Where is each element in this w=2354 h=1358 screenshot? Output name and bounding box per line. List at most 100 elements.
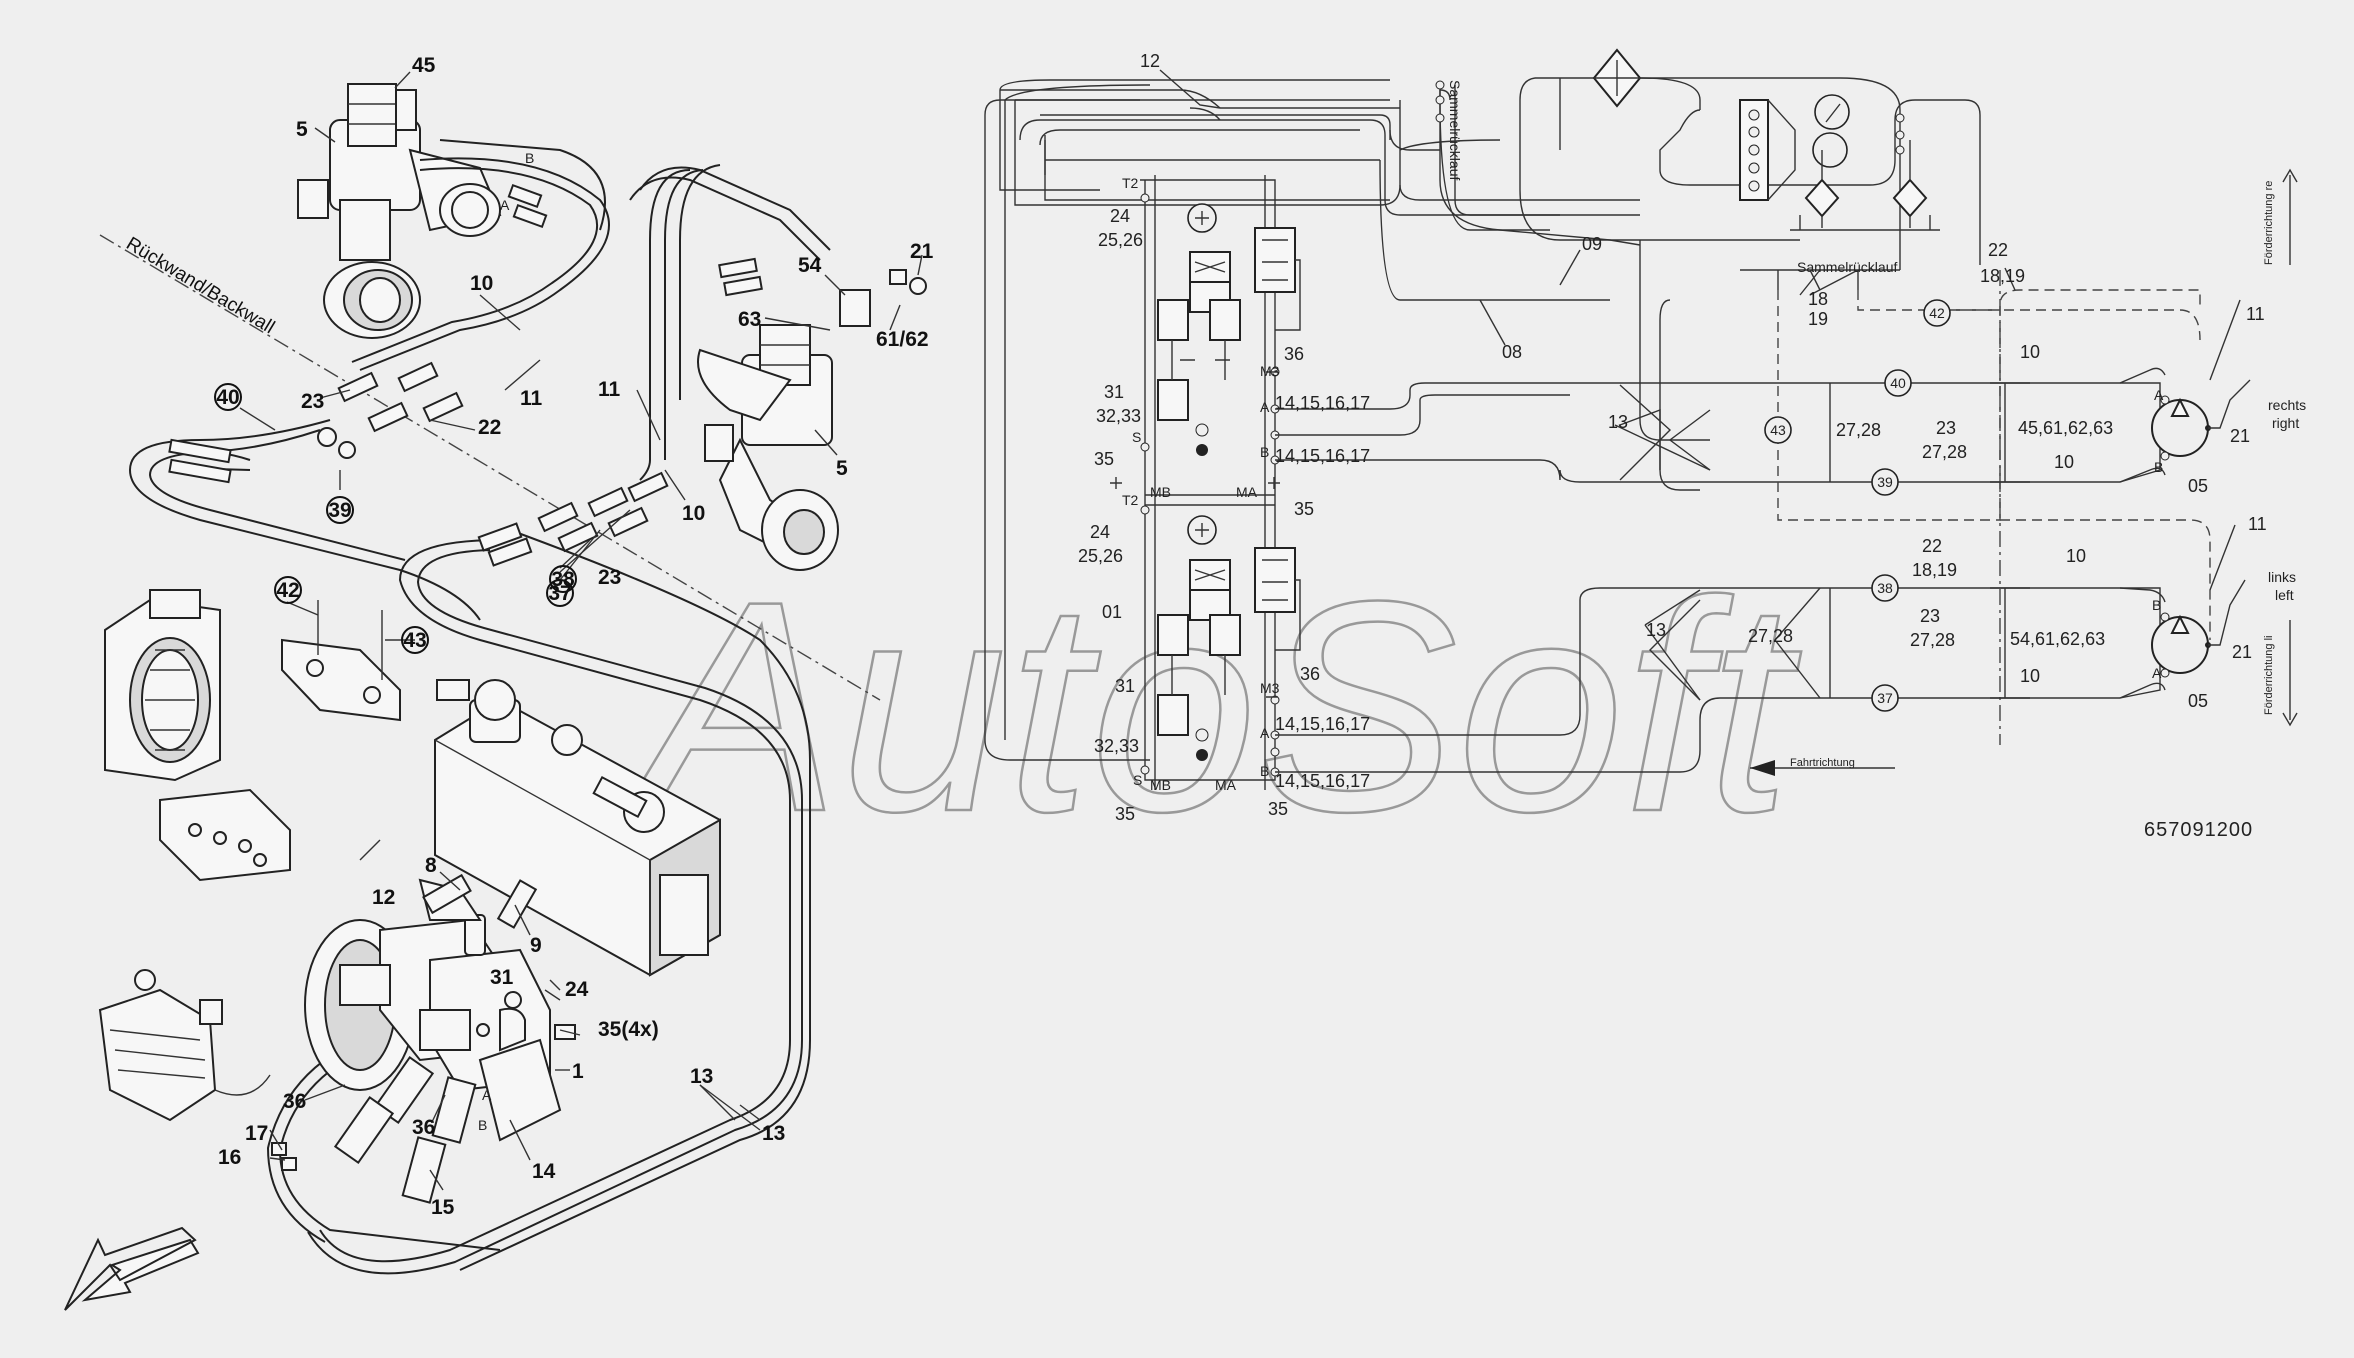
lbl-port-a-left: A <box>2152 665 2162 681</box>
lbl-24-lower: 24 <box>1090 522 1110 542</box>
lbl-36-upper: 36 <box>1284 344 1304 364</box>
right-motor-unit <box>697 324 839 571</box>
lbl-10-c: 10 <box>2066 546 2086 566</box>
fittings <box>168 183 763 567</box>
schematic-leaders <box>1159 69 2241 701</box>
callout-31: 31 <box>490 966 514 989</box>
lbl-m3-lower: M3 <box>1260 680 1280 696</box>
lbl-ma-lower: MA <box>1215 777 1237 793</box>
lbl-09: 09 <box>1582 234 1602 254</box>
lbl-ma-upper: MA <box>1236 484 1258 500</box>
lbl-23-upper: 23 <box>1936 418 1956 438</box>
callout-1: 1 <box>572 1060 584 1083</box>
valve-section-upper <box>1157 203 1301 456</box>
lbl-05-upper: 05 <box>2188 476 2208 496</box>
lbl-35-lower-left: 35 <box>1115 804 1135 824</box>
lbl-19: 19 <box>1808 309 1828 329</box>
lbl-10-d: 10 <box>2020 666 2040 686</box>
lbl-11-lower: 11 <box>2248 514 2267 534</box>
leader-lines <box>239 71 923 1191</box>
callout-37: 37 <box>548 582 571 605</box>
pump-group <box>304 873 576 1204</box>
callout-36-left: 36 <box>283 1090 306 1113</box>
callout-12: 12 <box>372 886 395 909</box>
lbl-foerder-re: Förderrichtung re <box>2263 181 2275 265</box>
lbl-b-upper: B <box>1260 444 1269 460</box>
lbl-s-upper: S <box>1132 429 1141 445</box>
lbl-11-upper: 11 <box>2246 304 2265 324</box>
callout-11-right: 11 <box>598 378 621 401</box>
callout-36-right: 36 <box>412 1116 435 1139</box>
lbl-14-17-a: 14,15,16,17 <box>1275 393 1370 413</box>
lbl-sammel-vertical: Sammelrücklauf <box>1447 80 1463 180</box>
lbl-27-28-c: 27,28 <box>1748 626 1793 646</box>
callout-22: 22 <box>478 416 501 439</box>
lbl-35-lower-right: 35 <box>1268 799 1288 819</box>
lbl-port-b-right: B <box>2154 459 2163 475</box>
callout-13-lower: 13 <box>762 1122 785 1145</box>
lbl-fahrrichtung: Fahrtrichtung <box>1790 757 1855 769</box>
callout-45: 45 <box>412 54 436 77</box>
lbl-25-26-upper: 25,26 <box>1098 230 1143 250</box>
lbl-21-lower: 21 <box>2232 642 2252 662</box>
exploded-view: Rückwand/Backwall <box>64 54 934 1311</box>
hydraulic-schematic: 12 Sammelrücklauf 09 08 T2 24 25,26 31 3… <box>984 48 2306 841</box>
lbl-14-17-d: 14,15,16,17 <box>1275 771 1370 791</box>
port-b-pump: B <box>478 1117 487 1133</box>
backwall-line <box>99 234 881 701</box>
callout-43: 43 <box>403 629 426 652</box>
callout-63: 63 <box>738 308 761 331</box>
callout-10-upper: 10 <box>470 272 493 295</box>
lbl-b-lower: B <box>1260 763 1269 779</box>
upper-motor-unit <box>297 83 502 339</box>
lbl-43: 43 <box>1770 422 1786 438</box>
lbl-31-upper: 31 <box>1104 382 1124 402</box>
callout-13-upper: 13 <box>690 1065 713 1088</box>
lbl-27-28-d: 27,28 <box>1910 630 1955 650</box>
callout-5-right: 5 <box>836 457 848 480</box>
port-a-upper: A <box>500 197 510 213</box>
lbl-13-upper: 13 <box>1608 412 1628 432</box>
measure-circles <box>1764 299 1951 712</box>
lbl-left: left <box>2275 587 2294 603</box>
lbl-54-61-62-63: 54,61,62,63 <box>2010 629 2105 649</box>
lbl-14-17-c: 14,15,16,17 <box>1275 714 1370 734</box>
lbl-10-a: 10 <box>2020 342 2040 362</box>
lbl-08: 08 <box>1502 342 1522 362</box>
callout-8: 8 <box>425 854 437 877</box>
lbl-links: links <box>2268 569 2296 585</box>
document-number: 657091200 <box>2144 819 2253 841</box>
callout-39: 39 <box>328 499 351 522</box>
lbl-mb-lower: MB <box>1150 777 1171 793</box>
motor-right <box>2151 379 2251 461</box>
callout-40: 40 <box>216 386 239 409</box>
callout-15: 15 <box>431 1196 455 1219</box>
callout-54: 54 <box>798 254 822 277</box>
lbl-t2-lower: T2 <box>1122 492 1139 508</box>
lbl-45-61-62-63: 45,61,62,63 <box>2018 418 2113 438</box>
lbl-a-upper: A <box>1260 399 1270 415</box>
port-a-pump: A <box>482 1087 492 1103</box>
hydraulic-tank <box>434 679 721 977</box>
callout-9: 9 <box>530 934 542 957</box>
lbl-22-upper: 22 <box>1988 240 2008 260</box>
lbl-18-19-upper: 18,19 <box>1980 266 2025 286</box>
pressure-gauge-icon <box>1814 94 1850 130</box>
callout-10-right: 10 <box>682 502 705 525</box>
circled-callouts: 40 39 38 37 42 43 <box>214 383 577 654</box>
lbl-35-upper-left: 35 <box>1094 449 1114 469</box>
callout-23-upper: 23 <box>301 390 324 413</box>
lbl-10-b: 10 <box>2054 452 2074 472</box>
callout-21: 21 <box>910 240 934 263</box>
callout-5-upper: 5 <box>296 118 308 141</box>
block-54 <box>839 289 871 327</box>
lbl-36-lower: 36 <box>1300 664 1320 684</box>
lbl-foerder-li: Förderrichtung li <box>2263 636 2275 715</box>
callout-14: 14 <box>532 1160 556 1183</box>
lbl-24-upper: 24 <box>1110 206 1130 226</box>
lbl-32-33-lower: 32,33 <box>1094 736 1139 756</box>
lbl-22-lower: 22 <box>1922 536 1942 556</box>
lbl-18-19-lower: 18,19 <box>1912 560 1957 580</box>
lbl-32-33-upper: 32,33 <box>1096 406 1141 426</box>
